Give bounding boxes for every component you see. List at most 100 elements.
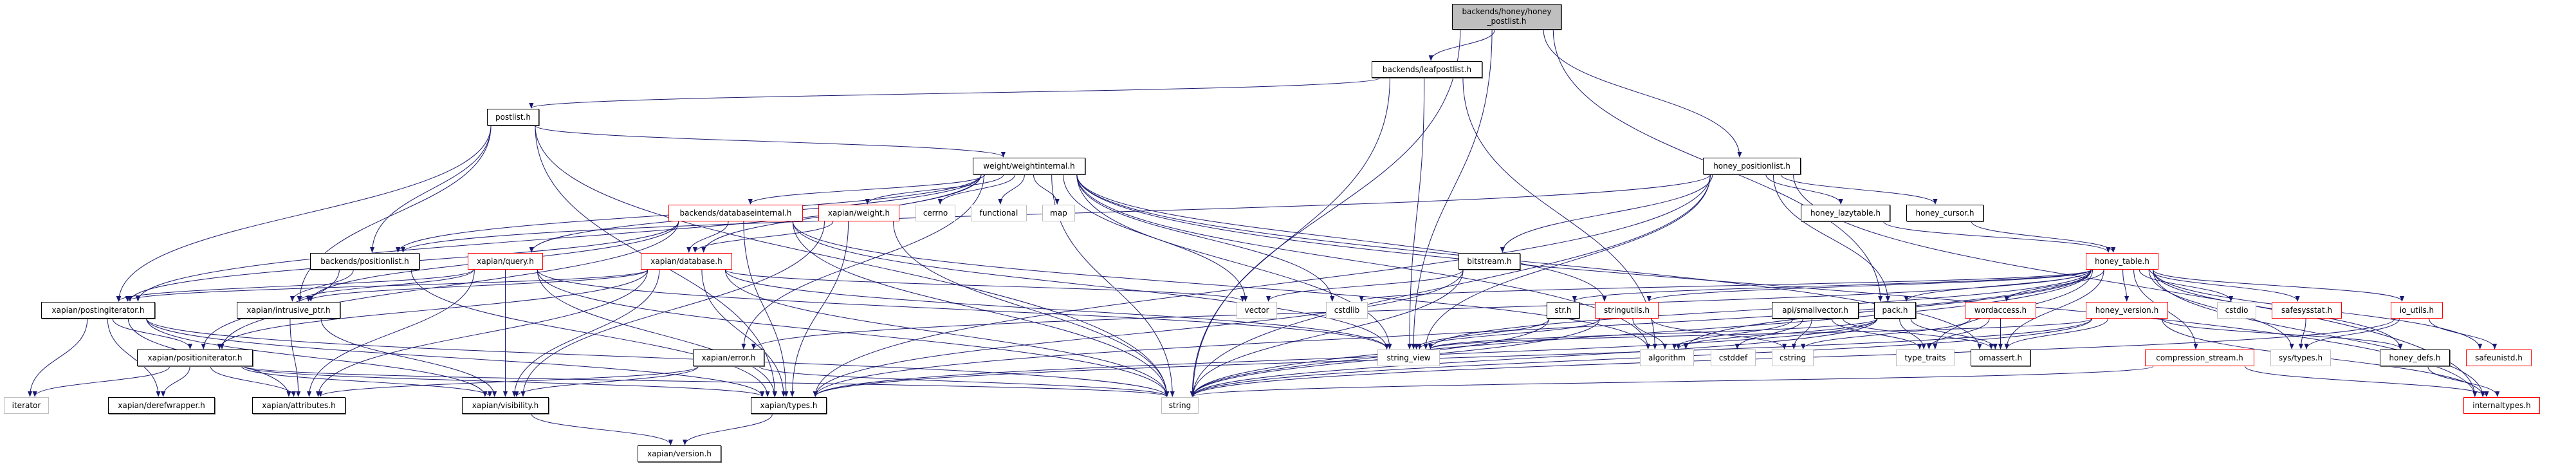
edge-weightinternal-to-cstdlib	[1076, 174, 1335, 302]
edge-honey_table-to-cstdio	[2139, 269, 2234, 302]
node-cstring: cstring	[1772, 350, 1814, 366]
node-cstdio: cstdio	[2217, 302, 2256, 319]
edge-postingiterator-to-iterator	[27, 318, 88, 397]
edge-positioniterator-to-attributes	[210, 366, 296, 397]
edge-weightinternal-to-functional	[998, 174, 1025, 205]
edge-weightinternal-to-string_view	[1076, 174, 1392, 350]
node-honey-defs[interactable]: honey_defs.h	[2380, 350, 2450, 366]
node-derefwrapper[interactable]: xapian/derefwrapper.h	[108, 397, 215, 414]
edge-query-to-postingiterator	[116, 269, 474, 302]
node-database[interactable]: xapian/database.h	[641, 253, 732, 270]
node-vector: vector	[1237, 302, 1277, 319]
edge-honey_positionlist-to-types	[813, 174, 1711, 397]
node-version[interactable]: xapian/version.h	[638, 445, 721, 462]
edge-databaseinternal-to-string	[792, 221, 1170, 397]
edge-databaseinternal-to-positioniterator	[219, 221, 679, 350]
edge-honey_positionlist-to-string_view	[1423, 174, 1711, 350]
node-honey-lazytable[interactable]: honey_lazytable.h	[1801, 205, 1890, 221]
edge-honey_table-to-wordaccess	[2004, 269, 2104, 302]
edge-postingiterator-to-derefwrapper	[107, 318, 161, 397]
edge-safesysstat-to-sys_types	[2298, 318, 2306, 350]
node-wordaccess[interactable]: wordaccess.h	[1965, 302, 2036, 319]
edge-types-to-version	[682, 413, 773, 445]
edge-postlist-to-string	[535, 125, 1170, 397]
edge-honey_positionlist-to-honey_lazytable	[1765, 174, 1843, 205]
edge-intrusive_ptr-to-visibility	[320, 318, 497, 397]
node-types[interactable]: xapian/types.h	[751, 397, 827, 414]
edge-leafpostlist-to-algorithm	[1462, 77, 1657, 350]
node-str[interactable]: str.h	[1547, 302, 1579, 319]
edge-database-to-types	[701, 269, 786, 397]
node-postlist[interactable]: postlist.h	[487, 109, 539, 126]
node-algorithm: algorithm	[1640, 350, 1694, 366]
node-honey-cursor[interactable]: honey_cursor.h	[1906, 205, 1983, 221]
edge-leafpostlist-to-string	[1190, 77, 1390, 397]
edge-positioniterator-to-derefwrapper	[161, 366, 190, 397]
edge-compression_stream-to-internaltypes	[2244, 366, 2489, 397]
node-databaseinternal[interactable]: backends/databaseinternal.h	[668, 205, 803, 221]
node-iterator: iterator	[4, 397, 49, 414]
edge-smallvector-to-cstring	[1791, 318, 1812, 350]
node-smallvector[interactable]: api/smallvector.h	[1772, 302, 1859, 319]
node-postingiterator[interactable]: xapian/postingiterator.h	[41, 302, 155, 319]
node-cstddef: cstddef	[1711, 350, 1756, 366]
edge-honey_positionlist-to-bitstream	[1500, 174, 1713, 253]
edge-leafpostlist-to-string_view	[1407, 77, 1425, 350]
edge-bitstream-to-types	[813, 269, 1464, 397]
node-safesysstat[interactable]: safesysstat.h	[2272, 302, 2342, 319]
edge-honey_cursor-to-honey_table	[1971, 221, 2116, 253]
edge-weight-to-types	[789, 221, 849, 397]
edge-honey_table-to-stringutils	[1646, 269, 2092, 302]
edge-honey_version-to-string_view	[1428, 318, 2093, 350]
node-honey-positionlist[interactable]: honey_positionlist.h	[1703, 158, 1801, 174]
node-error[interactable]: xapian/error.h	[693, 350, 764, 366]
edge-postlist-to-intrusive_ptr	[297, 125, 492, 302]
edge-honey_version-to-types	[813, 318, 2093, 397]
edge-pack-to-type_traits	[1899, 318, 1926, 350]
edge-database-to-vector	[724, 269, 1245, 302]
node-cstdlib: cstdlib	[1326, 302, 1368, 319]
edge-weight-to-visibility	[520, 221, 825, 397]
edge-postingiterator-to-visibility	[146, 318, 488, 397]
node-safeunistd[interactable]: safeunistd.h	[2466, 350, 2532, 366]
edge-honey_table-to-honey_version	[2122, 269, 2130, 302]
node-io-utils[interactable]: io_utils.h	[2391, 302, 2443, 319]
node-pack[interactable]: pack.h	[1874, 302, 1916, 319]
edge-bitstream-to-string	[1190, 269, 1464, 397]
edge-weightinternal-to-vector	[1063, 174, 1248, 302]
node-cerrno: cerrno	[915, 205, 955, 221]
node-weight[interactable]: xapian/weight.h	[818, 205, 899, 221]
node-leafpostlist[interactable]: backends/leafpostlist.h	[1372, 61, 1482, 78]
node-root[interactable]: backends/honey/honey _postlist.h	[1452, 4, 1561, 30]
edge-database-to-intrusive_ptr	[306, 269, 649, 302]
edge-error-to-attributes	[318, 366, 699, 397]
edge-honey_positionlist-to-string	[1190, 174, 1711, 397]
node-attributes[interactable]: xapian/attributes.h	[252, 397, 345, 414]
edge-weightinternal-to-weight	[865, 174, 1004, 205]
edge-honey_defs-to-internaltypes	[2427, 366, 2500, 397]
node-honey-table[interactable]: honey_table.h	[2086, 253, 2158, 270]
node-honey-version[interactable]: honey_version.h	[2086, 302, 2168, 319]
node-visibility[interactable]: xapian/visibility.h	[462, 397, 549, 414]
node-stringutils[interactable]: stringutils.h	[1595, 302, 1659, 319]
node-intrusive-ptr[interactable]: xapian/intrusive_ptr.h	[237, 302, 340, 319]
edge-str-to-string	[1190, 318, 1550, 397]
node-omassert[interactable]: omassert.h	[1971, 350, 2030, 366]
node-positionlist[interactable]: backends/positionlist.h	[310, 253, 419, 270]
node-query[interactable]: xapian/query.h	[468, 253, 543, 270]
edge-root-to-string	[1190, 29, 1461, 397]
node-weightinternal[interactable]: weight/weightinternal.h	[973, 158, 1085, 174]
node-positioniterator[interactable]: xapian/positioniterator.h	[137, 350, 253, 366]
edge-databaseinternal-to-algorithm	[792, 221, 1651, 350]
node-bitstream[interactable]: bitstream.h	[1458, 253, 1520, 270]
edge-wordaccess-to-cstring	[1801, 318, 1971, 350]
edge-leafpostlist-to-postlist	[529, 77, 1381, 109]
edge-pack-to-string_view	[1428, 318, 1878, 350]
edge-weightinternal-to-map	[1033, 174, 1060, 205]
node-compression-stream[interactable]: compression_stream.h	[2145, 350, 2254, 366]
node-internaltypes[interactable]: internaltypes.h	[2463, 397, 2540, 414]
edge-smallvector-to-omassert	[1843, 318, 1994, 350]
edge-databaseinternal-to-database	[686, 221, 729, 253]
edge-honey_version-to-omassert	[2004, 318, 2109, 350]
